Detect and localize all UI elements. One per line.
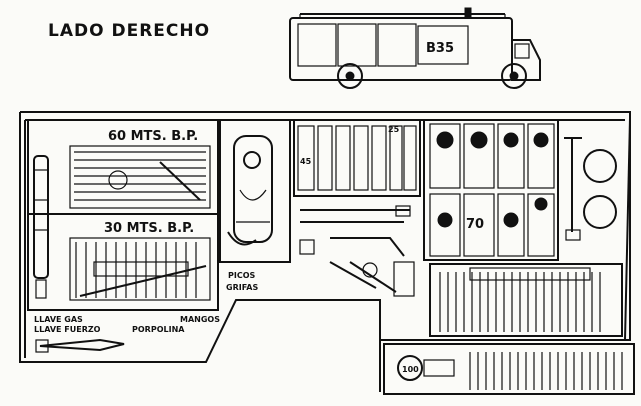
hose-coil-lower <box>69 237 211 301</box>
right-section: 70 <box>423 119 623 337</box>
truck-code: B35 <box>426 41 454 56</box>
extinguisher-left <box>33 155 49 299</box>
truck-locker-3 <box>377 23 417 67</box>
truck-locker-1 <box>297 23 337 67</box>
tools-section: 45 25 <box>293 119 421 297</box>
tarp-label: PORPOLINA <box>132 325 185 334</box>
key-gas-label: LLAVE GAS <box>34 315 83 324</box>
truck-front-wheel <box>501 63 527 89</box>
truck-locker-2 <box>337 23 377 67</box>
key-force-label: LLAVE FUERZO <box>34 325 101 334</box>
nozzle-tool <box>35 338 125 353</box>
diagram-title: LADO DERECHO <box>48 21 210 41</box>
left-hose-section: 60 MTS. B.P. 30 MTS. B.P. LLAVE GAS LLAV… <box>27 119 220 353</box>
coil-cabinet <box>429 263 623 337</box>
box-number: 70 <box>466 217 484 232</box>
truck-windshield <box>514 43 530 59</box>
truck-illustration: B35 <box>289 7 541 89</box>
hose-coil-upper <box>69 145 211 209</box>
breathing-apparatus-section: PICOS GRIFAS <box>219 119 291 292</box>
tool-rack-upper <box>293 119 421 197</box>
handles-label: MANGOS <box>180 315 220 324</box>
block-cabinet <box>423 119 559 261</box>
sca-cabinet <box>219 119 291 263</box>
panel-number-25: 25 <box>388 125 400 134</box>
hose-30m-label: 30 MTS. B.P. <box>104 221 194 236</box>
truck-rear-wheel <box>337 63 363 89</box>
wrenches-label: GRIFAS <box>226 283 258 292</box>
pump-section: 100 <box>383 343 635 395</box>
pump-number: 100 <box>402 365 419 374</box>
truck-number-plate <box>417 25 469 65</box>
compartment-outline <box>19 111 631 392</box>
pump-cabinet <box>383 343 635 395</box>
truck-body <box>289 17 513 81</box>
picks-label: PICOS <box>228 271 256 280</box>
hose-60m-label: 60 MTS. B.P. <box>108 129 198 144</box>
panel-number-45: 45 <box>300 157 312 166</box>
hand-tools <box>299 205 415 297</box>
